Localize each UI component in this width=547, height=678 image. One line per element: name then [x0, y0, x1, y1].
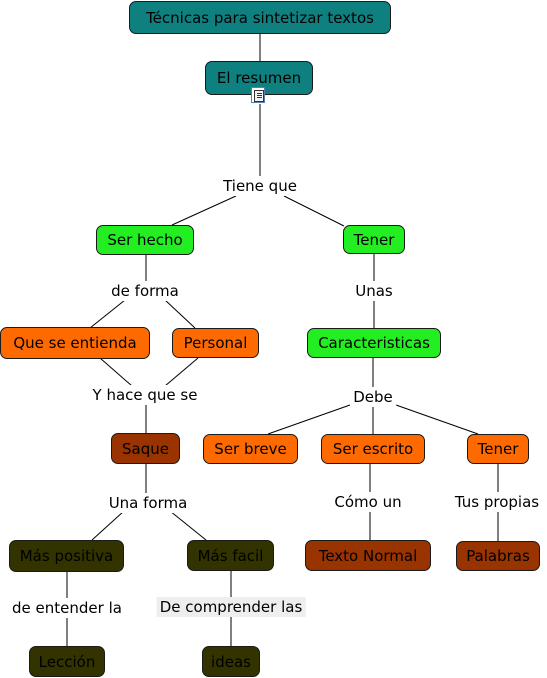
document-icon[interactable] [251, 87, 265, 103]
edge-de-forma-que-se-entienda [89, 299, 126, 329]
node-ideas[interactable]: ideas [202, 646, 260, 677]
link-y-hace-que-se: Y hace que se [89, 385, 201, 405]
edge-debe-tener [395, 404, 479, 435]
node-personal[interactable]: Personal [172, 328, 259, 358]
node-ser-breve[interactable]: Ser breve [203, 434, 298, 464]
node-ser-escrito[interactable]: Ser escrito [321, 434, 425, 464]
edge-que-se-entienda-y-hace [99, 357, 133, 387]
link-como-un: Cómo un [331, 492, 405, 512]
node-tener-1[interactable]: Tener [343, 225, 405, 254]
node-ser-hecho[interactable]: Ser hecho [96, 225, 194, 255]
edge-una-forma-mas-facil [169, 510, 207, 541]
link-debe: Debe [350, 387, 396, 407]
link-de-forma: de forma [108, 281, 182, 301]
link-tiene-que: Tiene que [220, 176, 300, 196]
node-mas-positiva[interactable]: Más positiva [9, 540, 124, 572]
edge-personal-y-hace [164, 357, 199, 387]
node-tener-2[interactable]: Tener [467, 434, 529, 464]
edge-debe-ser-breve [267, 404, 351, 435]
node-caracteristicas[interactable]: Caracteristicas [307, 328, 441, 358]
node-texto-normal[interactable]: Texto Normal [305, 540, 431, 571]
node-saque[interactable]: Saque [111, 433, 180, 464]
link-una-forma: Una forma [105, 493, 191, 513]
link-de-entender-la: de entender la [9, 598, 125, 618]
edge-tiene-que-tener [283, 195, 345, 227]
node-leccion[interactable]: Lección [29, 646, 105, 677]
link-de-comprender-las: De comprender las [156, 597, 306, 617]
node-palabras[interactable]: Palabras [456, 541, 540, 571]
link-tus-propias: Tus propias [451, 492, 543, 512]
node-root[interactable]: Técnicas para sintetizar textos [129, 1, 391, 34]
edge-de-forma-personal [164, 299, 196, 329]
link-unas: Unas [352, 281, 396, 301]
edge-tiene-que-ser-hecho [171, 195, 237, 226]
node-que-se-entienda[interactable]: Que se entienda [0, 327, 150, 359]
node-mas-facil[interactable]: Más facil [187, 540, 274, 571]
edge-una-forma-mas-positiva [91, 510, 125, 541]
